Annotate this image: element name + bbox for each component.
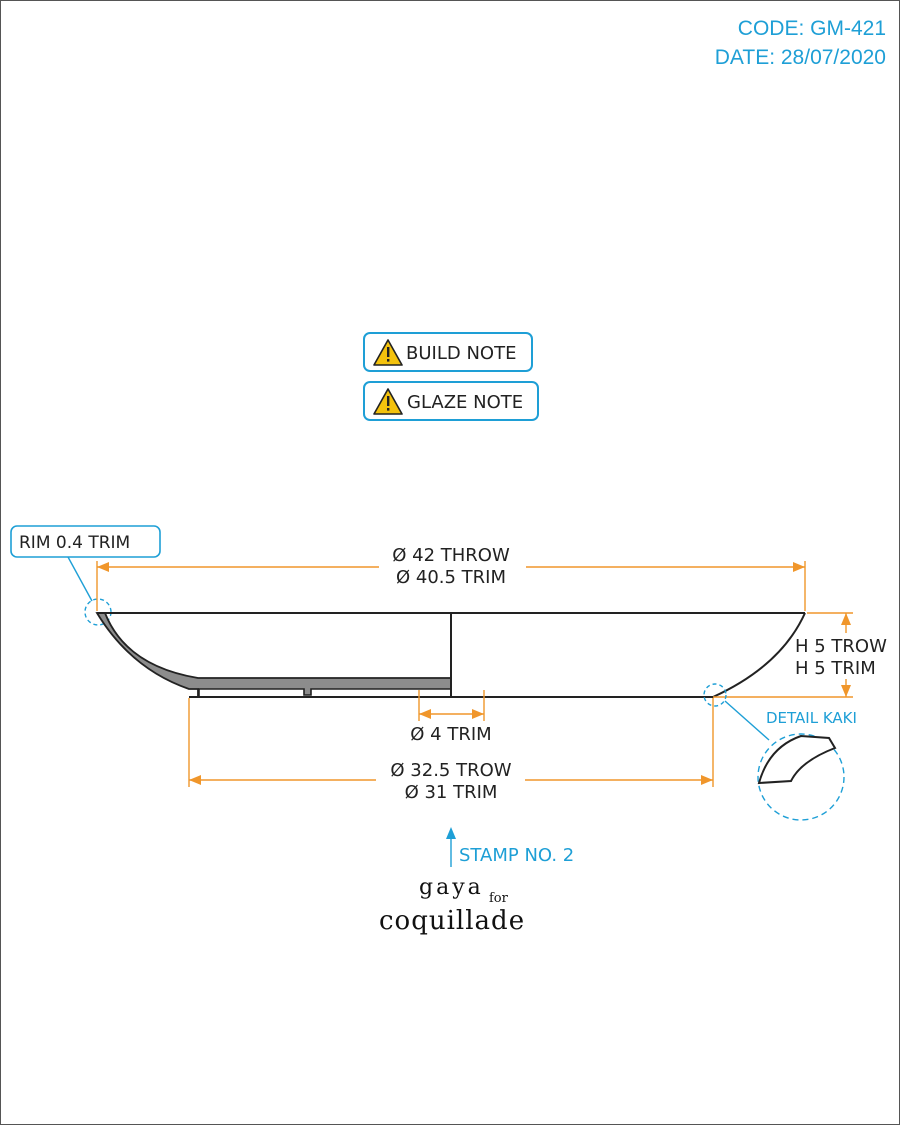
outer-diameter-throw: Ø 42 THROW — [392, 545, 510, 566]
foot-ring — [198, 688, 452, 698]
date-label: DATE: 28/07/2020 — [715, 46, 886, 69]
glaze-note-button[interactable]: GLAZE NOTE — [363, 381, 539, 421]
height-dimension: H 5 TROW H 5 TRIM — [713, 612, 887, 698]
warning-icon — [373, 388, 403, 415]
outer-diameter-dimension: Ø 42 THROW Ø 40.5 TRIM — [96, 545, 806, 611]
foot-diameter-trim: Ø 4 TRIM — [410, 724, 491, 745]
base-diameter-throw: Ø 32.5 TROW — [390, 760, 511, 781]
foot-diameter-dimension: Ø 4 TRIM — [410, 690, 492, 745]
build-note-label: BUILD NOTE — [406, 343, 516, 364]
height-throw: H 5 TROW — [795, 636, 887, 657]
stamp-label: STAMP NO. 2 — [459, 845, 574, 866]
base-diameter-trim: Ø 31 TRIM — [405, 782, 498, 803]
detail-kaki-label: DETAIL KAKI — [766, 709, 857, 727]
outer-diameter-trim: Ø 40.5 TRIM — [396, 567, 506, 588]
logo-for: for — [489, 891, 509, 906]
height-trim: H 5 TRIM — [795, 658, 876, 679]
logo-gaya: gaya — [419, 875, 484, 900]
build-note-button[interactable]: BUILD NOTE — [363, 332, 533, 372]
warning-icon — [373, 339, 403, 366]
base-diameter-dimension: Ø 32.5 TROW Ø 31 TRIM — [188, 698, 714, 803]
bowl-profile — [95, 612, 806, 698]
logo-coquillade: coquillade — [379, 906, 525, 936]
section-wall — [95, 612, 452, 698]
glaze-note-label: GLAZE NOTE — [407, 392, 523, 413]
rim-callout-label: RIM 0.4 TRIM — [19, 533, 130, 553]
rim-callout: RIM 0.4 TRIM — [10, 525, 161, 626]
stamp-callout: STAMP NO. 2 — [446, 827, 574, 867]
code-label: CODE: GM-421 — [738, 17, 886, 40]
brand-logo: gaya for coquillade — [379, 875, 525, 936]
detail-kaki-callout: DETAIL KAKI — [703, 683, 857, 821]
detail-foot-profile — [757, 734, 837, 785]
detail-magnified-circle — [757, 733, 845, 821]
